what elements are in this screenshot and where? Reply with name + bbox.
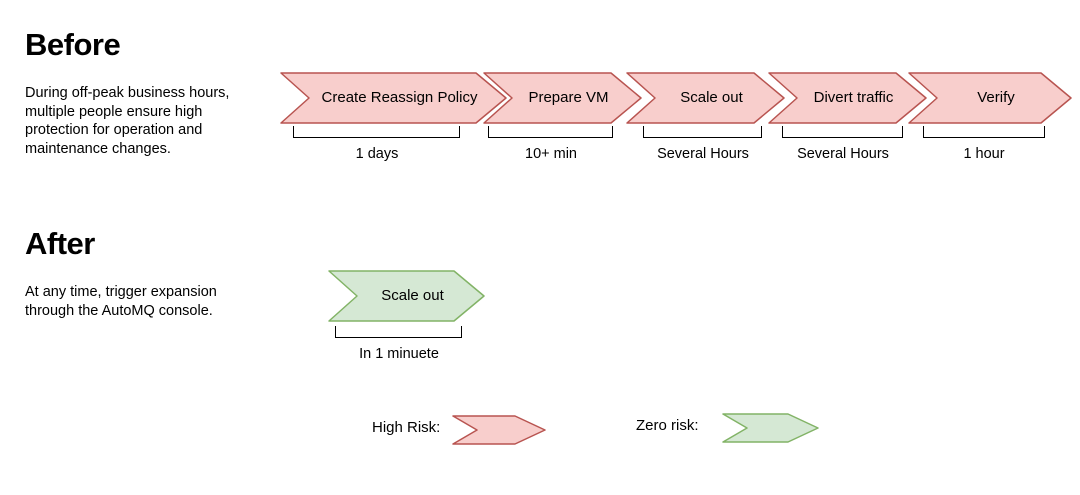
before-heading: Before	[25, 27, 121, 62]
zero-risk-arrow-icon	[722, 413, 819, 448]
legend-zero-risk-label: Zero risk:	[636, 417, 699, 434]
duration-label: 1 days	[355, 146, 399, 162]
step-arrow-icon	[328, 270, 485, 322]
step-arrow-icon	[626, 72, 785, 124]
step-scale-out-before: Scale out	[626, 72, 785, 124]
step-verify: Verify	[908, 72, 1072, 124]
step-label: Create Reassign Policy	[321, 88, 478, 106]
duration-label: In 1 minuete	[359, 346, 439, 362]
high-risk-arrow-icon	[452, 415, 546, 450]
duration-bracket	[643, 126, 762, 138]
after-description: At any time, trigger expansion through t…	[25, 284, 217, 319]
step-divert-traffic: Divert traffic	[768, 72, 927, 124]
duration-bracket	[782, 126, 903, 138]
duration-bracket	[923, 126, 1045, 138]
duration-bracket	[335, 326, 462, 338]
before-description: During off-peak business hours, multiple…	[25, 85, 230, 157]
duration-label: 10+ min	[525, 146, 577, 162]
step-arrow-icon	[280, 72, 507, 124]
step-arrow-icon	[483, 72, 642, 124]
step-create-reassign-policy: Create Reassign Policy	[280, 72, 507, 124]
duration-label: Several Hours	[657, 146, 749, 162]
duration-bracket	[293, 126, 460, 138]
duration-label: 1 hour	[963, 146, 1005, 162]
step-label: Divert traffic	[813, 88, 894, 106]
step-arrow-icon	[768, 72, 927, 124]
step-scale-out-after: Scale out	[328, 270, 485, 322]
duration-bracket	[488, 126, 613, 138]
duration-label: Several Hours	[797, 146, 889, 162]
step-arrow-icon	[908, 72, 1072, 124]
step-prepare-vm: Prepare VM	[483, 72, 642, 124]
step-label: Scale out	[680, 88, 743, 106]
legend-high-risk-label: High Risk:	[372, 419, 441, 436]
step-label: Prepare VM	[528, 88, 609, 106]
step-label: Scale out	[381, 286, 444, 304]
after-heading: After	[25, 226, 95, 261]
step-label: Verify	[977, 88, 1015, 106]
